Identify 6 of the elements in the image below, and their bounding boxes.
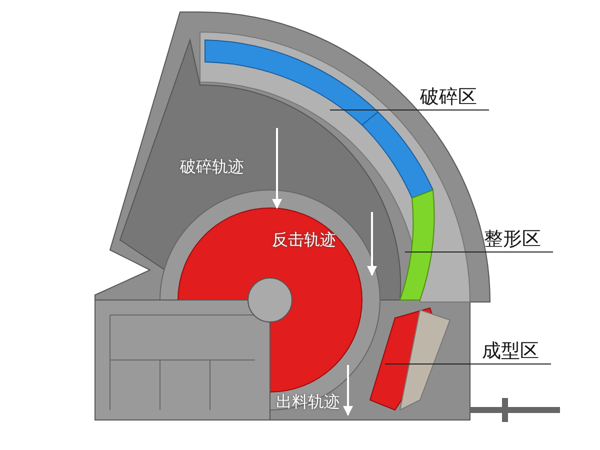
trajectory-label: 出料轨迹 — [276, 392, 340, 411]
trajectory-label: 反击轨迹 — [272, 230, 336, 249]
zone-label: 破碎区 — [420, 86, 477, 108]
zone-label: 成型区 — [482, 340, 539, 362]
trajectory-label: 破碎轨迹 — [180, 157, 244, 176]
zone-label: 整形区 — [484, 228, 541, 250]
